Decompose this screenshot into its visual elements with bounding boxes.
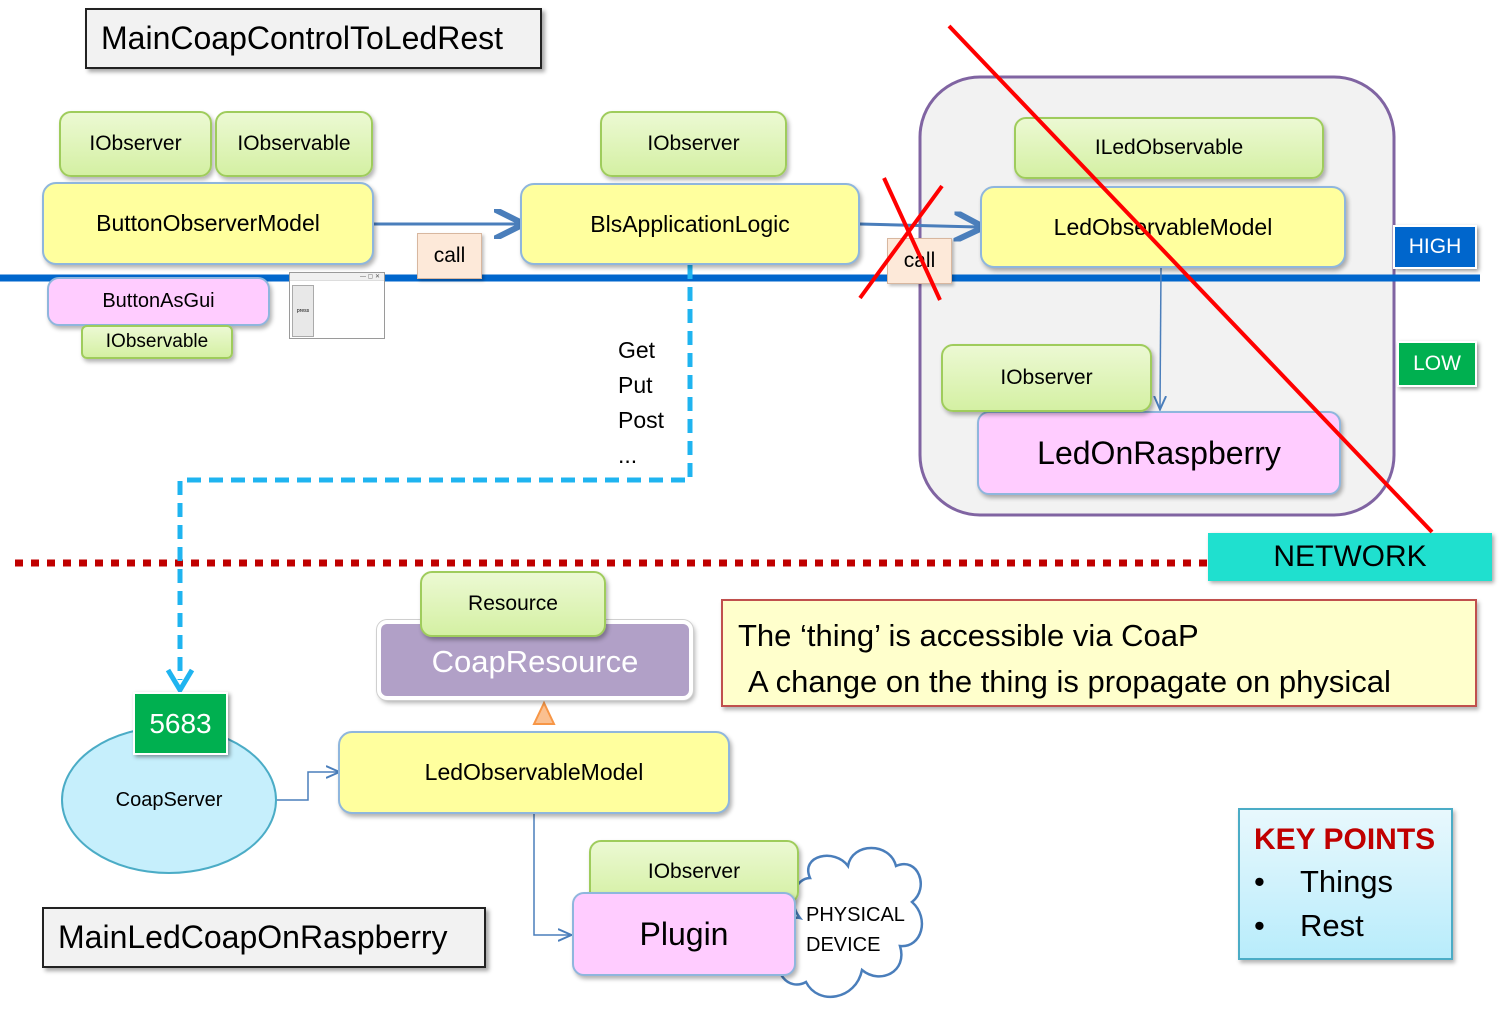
iobservable-box-button: IObservable xyxy=(215,111,373,177)
gui-window-thumbnail: — ▢ ✕ press xyxy=(289,272,385,339)
note-line-1: The ‘thing’ is accessible via CoaP xyxy=(738,618,1199,653)
high-level-tag: HIGH xyxy=(1393,225,1477,269)
dashed-arrow-head xyxy=(165,668,195,695)
port-badge: 5683 xyxy=(133,692,228,755)
key-point-item: •Rest xyxy=(1254,904,1451,948)
method-put: Put xyxy=(618,372,653,398)
method-more: ... xyxy=(618,442,638,468)
plugin-box: Plugin xyxy=(572,892,796,976)
iobservable-box-gui: IObservable xyxy=(81,325,233,359)
inheritance-triangle xyxy=(532,700,556,725)
gui-press-button[interactable]: press xyxy=(292,285,314,337)
led-observable-model-top-box: LedObservableModel xyxy=(980,186,1346,268)
led-on-raspberry-box: LedOnRaspberry xyxy=(977,411,1341,495)
dashed-coap-connector xyxy=(177,265,693,680)
iobserver-box-logic: IObserver xyxy=(600,111,787,177)
arrow-server-to-model xyxy=(276,772,338,801)
top-title: MainCoapControlToLedRest xyxy=(85,8,542,69)
arrow-model-to-led xyxy=(1160,267,1161,408)
note-box: The ‘thing’ is accessible via CoaP A cha… xyxy=(721,599,1477,707)
arrow-model-to-plugin xyxy=(533,814,570,935)
method-post: Post xyxy=(618,407,665,433)
bls-application-logic-box: BlsApplicationLogic xyxy=(520,183,860,265)
call-label-1: call xyxy=(417,233,482,279)
physical-device-label: PHYSICAL DEVICE xyxy=(806,904,905,956)
button-observer-model-box: ButtonObserverModel xyxy=(42,182,374,265)
bullet-icon: • xyxy=(1254,908,1265,943)
iobserver-box-button: IObserver xyxy=(59,111,212,177)
iobserver-box-led: IObserver xyxy=(941,344,1152,412)
key-point-item: •Things xyxy=(1254,860,1451,904)
key-points-title: KEY POINTS xyxy=(1254,823,1436,856)
method-get: Get xyxy=(618,337,656,363)
coap-server-label: CoapServer xyxy=(115,788,223,811)
key-points-box: KEY POINTS •Things •Rest xyxy=(1238,808,1453,960)
gui-window-titlebar: — ▢ ✕ xyxy=(290,273,384,281)
button-as-gui-box: ButtonAsGui xyxy=(47,277,270,326)
low-level-tag: LOW xyxy=(1397,341,1477,387)
note-line-2: A change on the thing is propagate on ph… xyxy=(748,664,1391,699)
iled-observable-box: ILedObservable xyxy=(1014,117,1324,179)
bottom-title: MainLedCoapOnRaspberry xyxy=(42,907,486,968)
network-tag: NETWORK xyxy=(1208,533,1492,581)
call-label-2: call xyxy=(887,238,952,284)
coap-methods-list: Get Put Post ... xyxy=(618,333,688,473)
bullet-icon: • xyxy=(1254,864,1265,899)
resource-box: Resource xyxy=(420,571,606,637)
led-observable-model-bottom-box: LedObservableModel xyxy=(338,731,730,814)
